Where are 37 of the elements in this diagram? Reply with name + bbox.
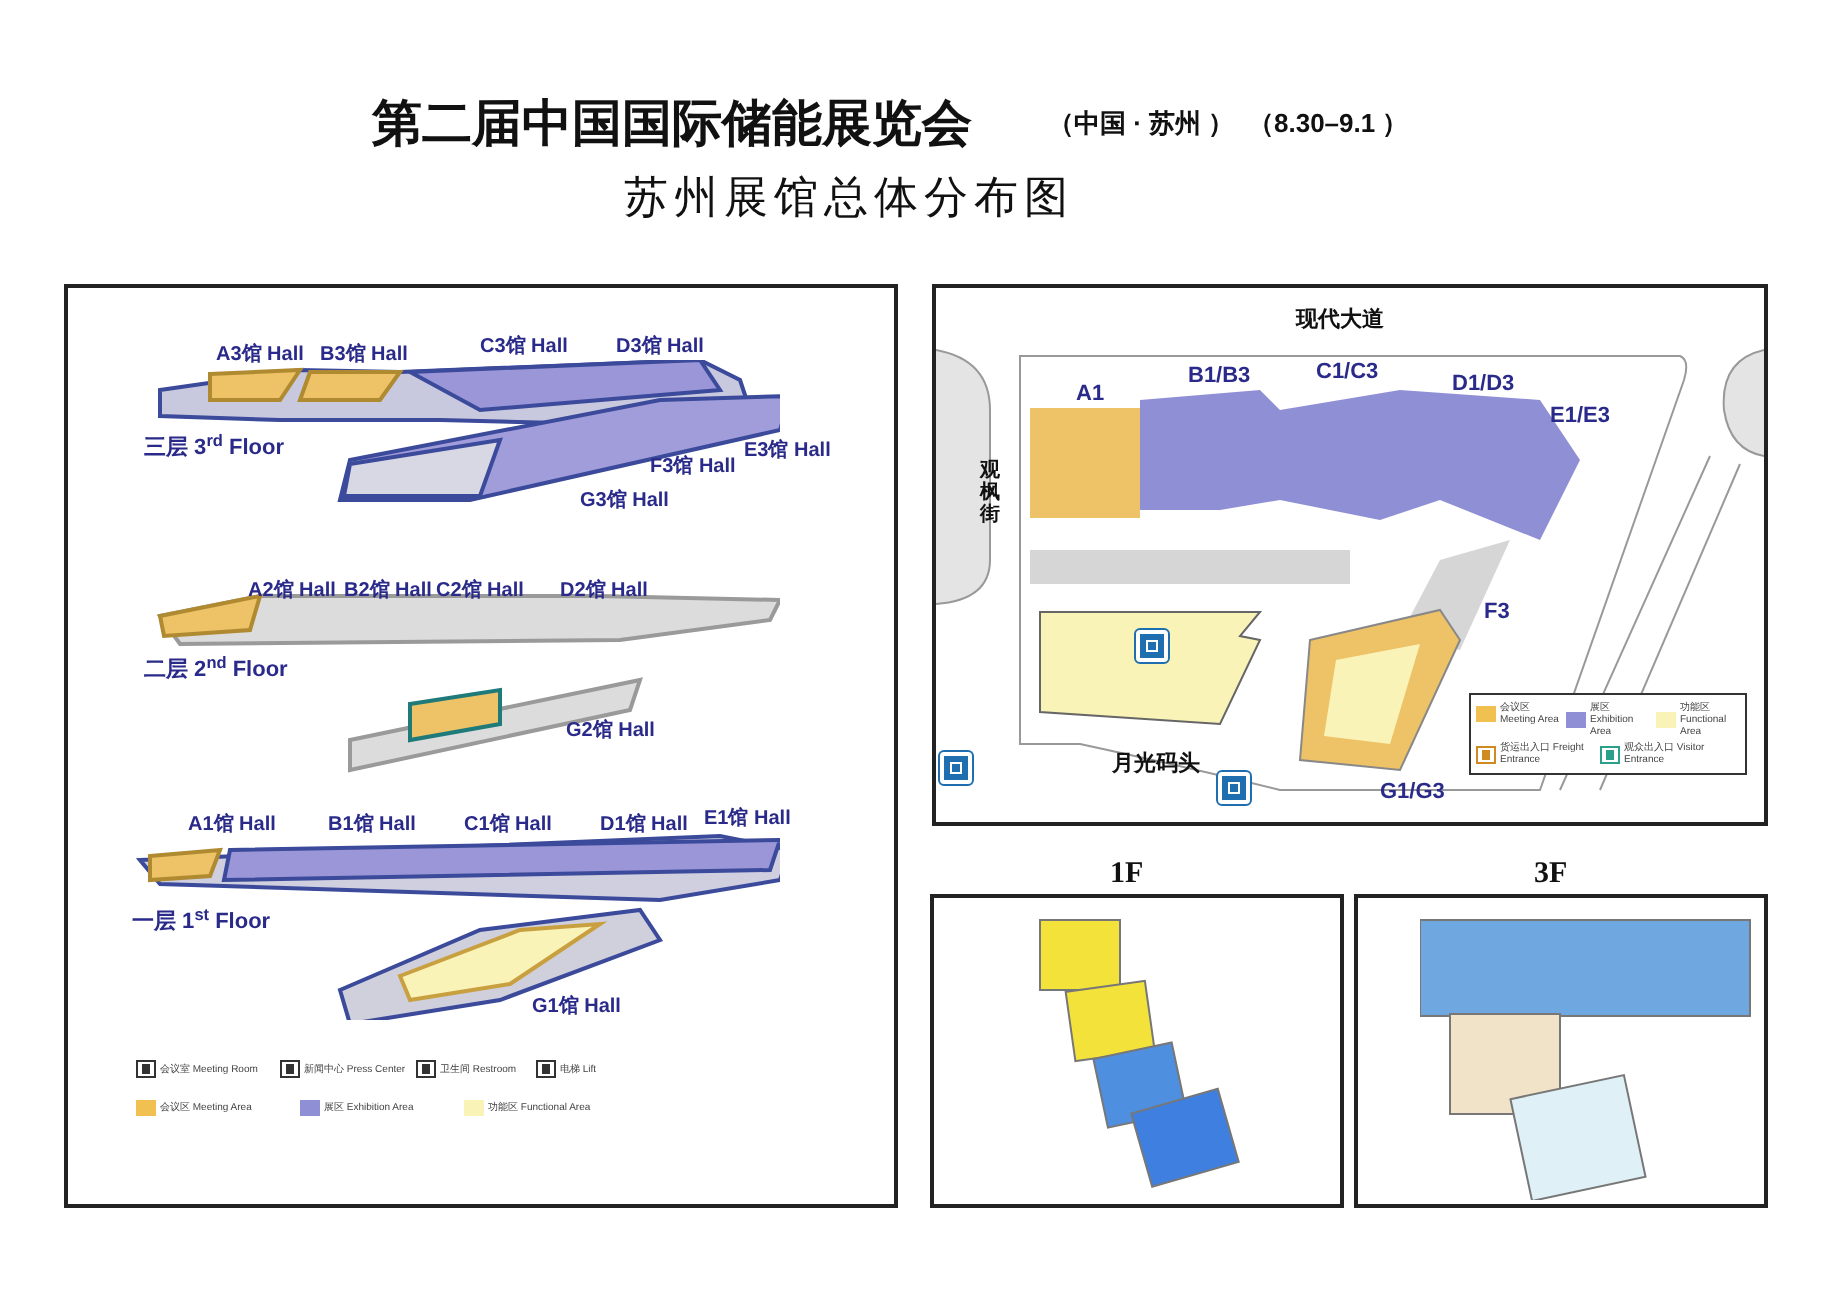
hall-label: G1馆 Hall [532,993,621,1022]
hall-label: C3馆 Hall [480,333,568,362]
hall-label: E3馆 Hall [744,437,831,466]
floor-label: 二层 2$^{nd}$ Floor [144,654,288,686]
hall-label: D1/D3 [1452,370,1515,400]
floor-label: 三层 3$^{rd}$ Floor [144,432,284,464]
hall-label: G1/G3 [1380,778,1445,808]
hall-label: A2馆 Hall [248,577,336,606]
subtitle-text: 苏州展馆总体分布图 [624,170,1074,226]
hall-label: B1/B3 [1188,362,1251,392]
floor-label: 3F [1534,856,1568,894]
hall-label: G3馆 Hall [580,487,669,516]
hall-label: A1 [1076,380,1105,410]
hall-label: E1馆 Hall [704,805,791,834]
hall-label: F3 [1484,598,1510,628]
hall-label: C2馆 Hall [436,577,524,606]
hall-label: A3馆 Hall [216,341,304,370]
title: 第二届中国国际储能展览会 [372,96,972,156]
hall-label: C1馆 Hall [464,811,552,840]
floor-label: 1F [1110,856,1144,894]
hall-label: D2馆 Hall [560,577,648,606]
hall-label: A1馆 Hall [188,811,276,840]
hall-label: F3馆 Hall [650,453,736,482]
hall-label: D1馆 Hall [600,811,688,840]
hall-label: E1/E3 [1550,402,1610,432]
subtitle-text: （中国 · 苏州 ） [1048,106,1235,142]
date-text: （8.30–9.1 ） [1248,106,1409,142]
hall-label: B1馆 Hall [328,811,416,840]
road-label: 月光码头 [1112,749,1200,780]
floor-label: 一层 1$^{st}$ Floor [132,906,271,938]
hall-label: B2馆 Hall [344,577,432,606]
hall-label: G2馆 Hall [566,717,655,746]
road-label: 观枫街 [980,460,1000,526]
hall-label: B3馆 Hall [320,341,408,370]
hall-label: C1/C3 [1316,358,1379,388]
hall-label: D3馆 Hall [616,333,704,362]
road-label: 现代大道 [1296,305,1384,336]
